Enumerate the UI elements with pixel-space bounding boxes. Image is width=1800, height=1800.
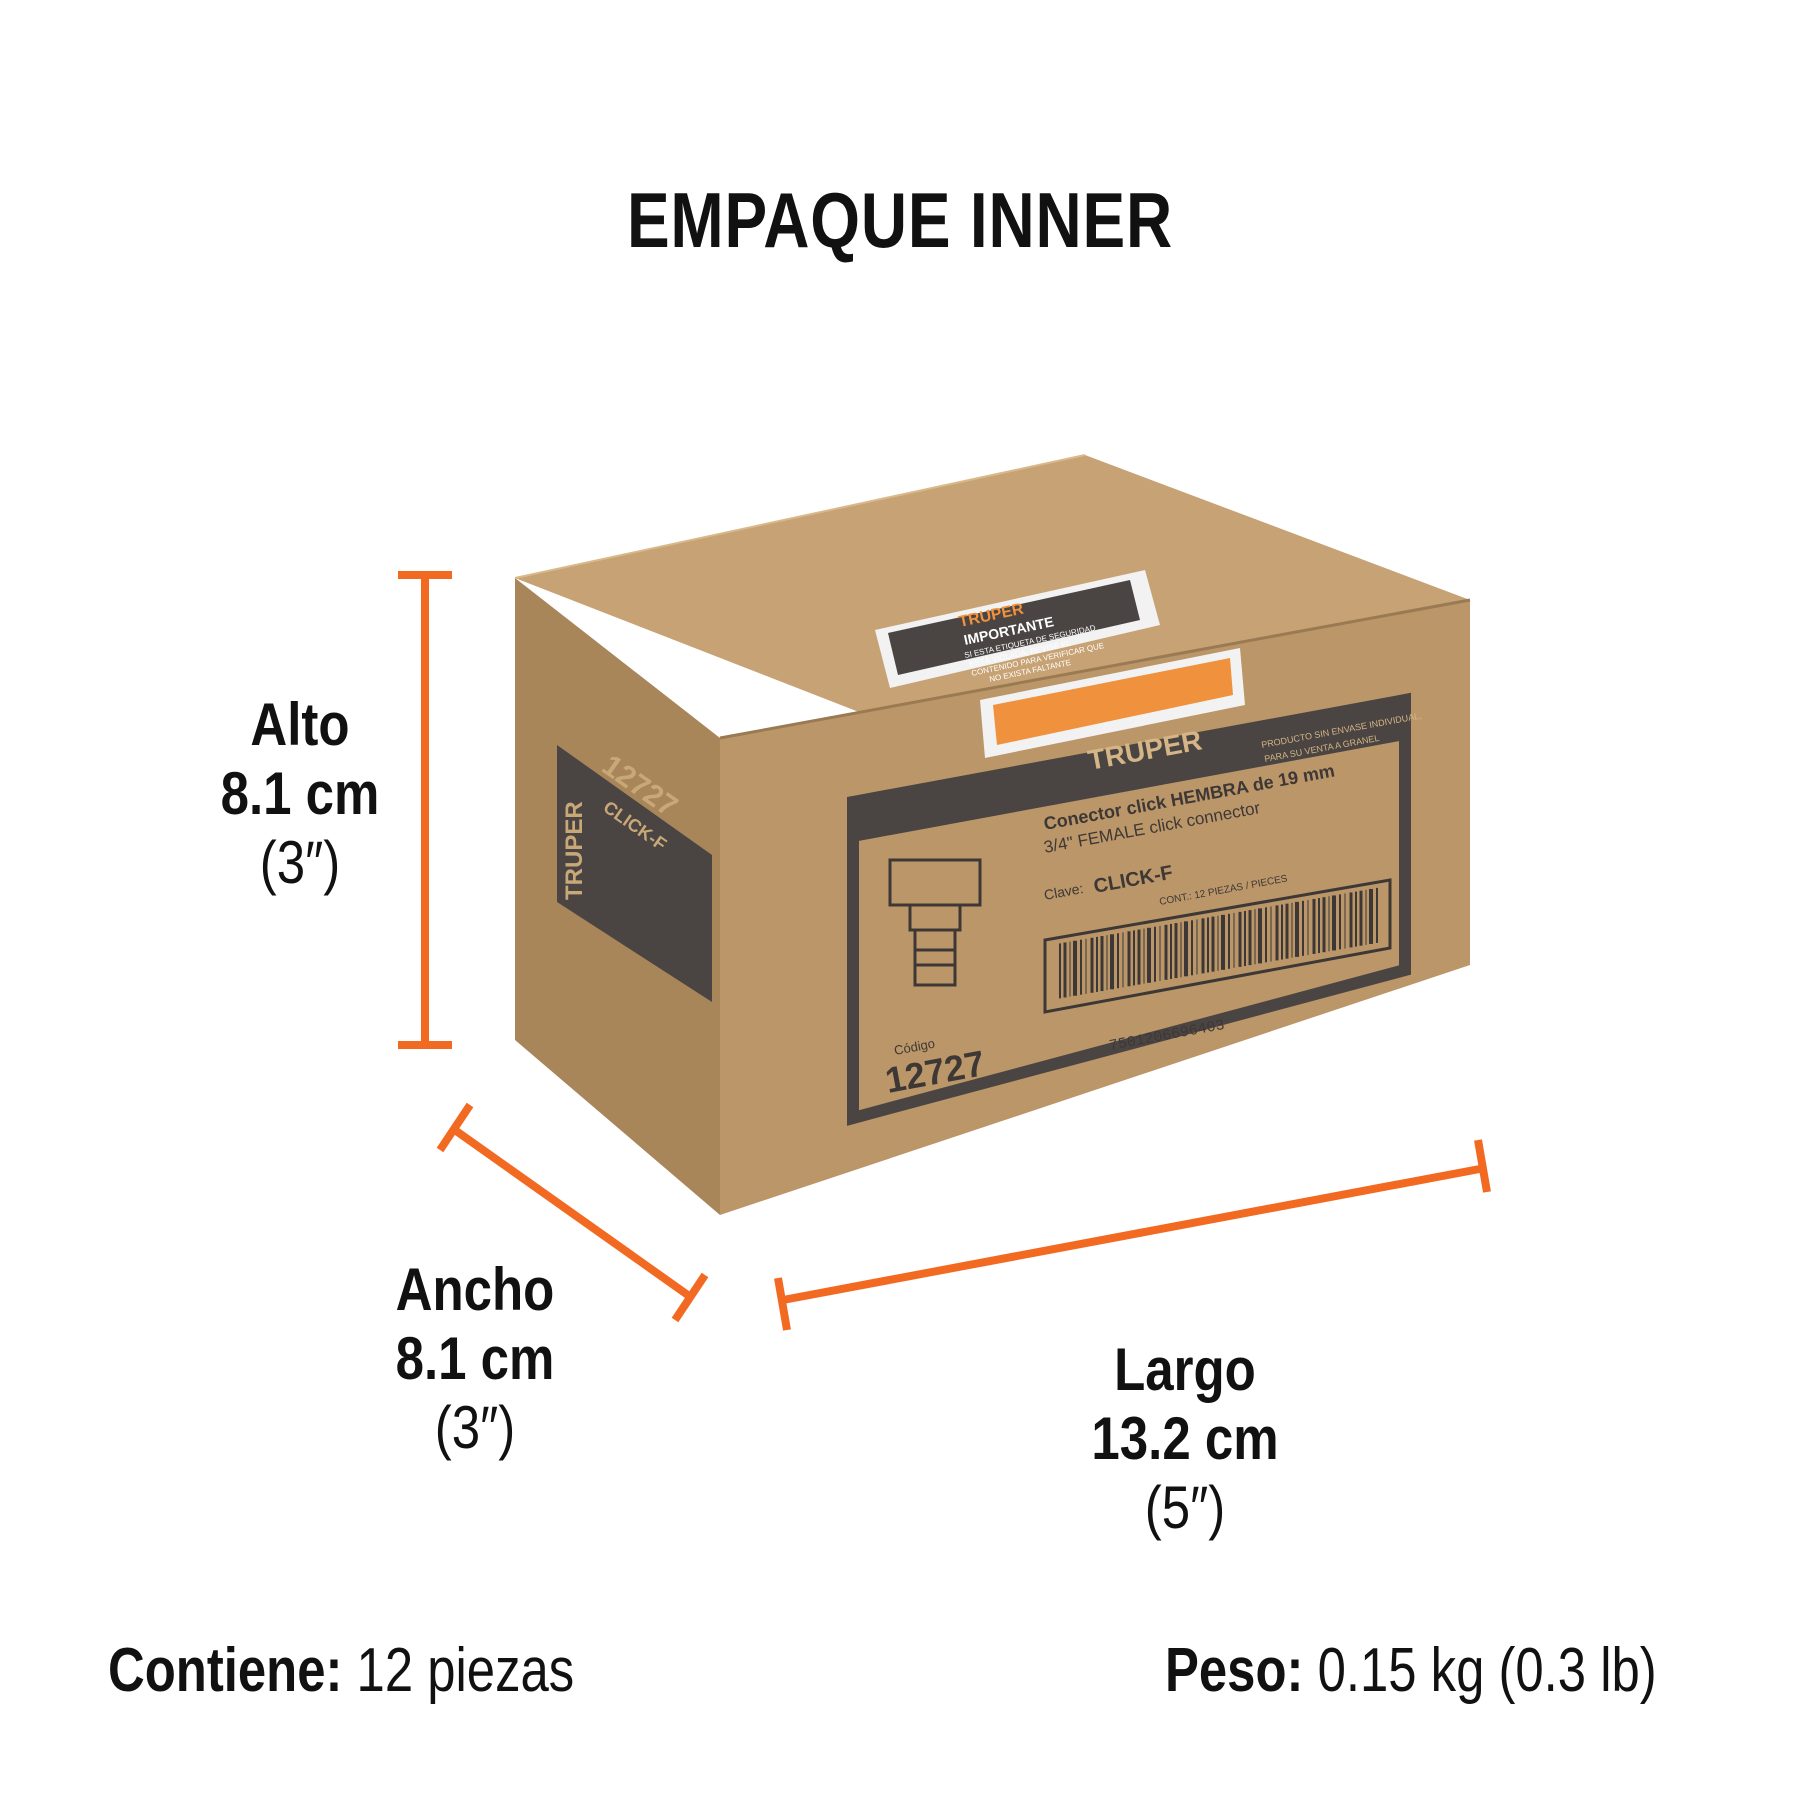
height-title: Alto (250, 691, 350, 758)
contents-info: Contiene: 12 piezas (108, 1635, 574, 1706)
length-indicator (774, 1139, 1491, 1331)
clave-label: Clave: (1043, 880, 1085, 903)
side-print: TRUPER 12727 CLICK-F (557, 745, 712, 1002)
height-indicator (398, 571, 452, 1049)
height-metric: 8.1 cm (220, 760, 380, 827)
width-label: Ancho 8.1 cm (3″) (348, 1255, 603, 1462)
width-title: Ancho (395, 1256, 555, 1323)
height-label: Alto 8.1 cm (3″) (173, 690, 428, 897)
length-title: Largo (1114, 1336, 1256, 1403)
length-label: Largo 13.2 cm (5″) (1058, 1335, 1313, 1542)
barcode-frame (1043, 878, 1392, 1014)
barcode (1059, 887, 1378, 999)
weight-value: 0.15 kg (0.3 lb) (1317, 1636, 1657, 1705)
side-brand: TRUPER (561, 801, 588, 900)
length-metric: 13.2 cm (1091, 1405, 1279, 1472)
security-seal: TRUPER IMPORTANTE SI ESTA ETIQUETA DE SE… (875, 570, 1245, 758)
weight-label: Peso: (1165, 1636, 1304, 1705)
width-indicator (436, 1102, 709, 1323)
contents-value: 12 piezas (356, 1636, 575, 1705)
flap-line (514, 454, 1086, 579)
weight-info: Peso: 0.15 kg (0.3 lb) (1165, 1635, 1657, 1706)
connector-drawing (888, 858, 982, 987)
width-metric: 8.1 cm (395, 1325, 555, 1392)
flap-seam (719, 598, 1471, 740)
box-top-face (515, 455, 1470, 728)
page-title: EMPAQUE INNER (626, 176, 1174, 264)
codigo-label: Código (893, 1036, 936, 1058)
width-imperial: (3″) (434, 1394, 516, 1461)
contents-label: Contiene: (108, 1636, 343, 1705)
height-imperial: (3″) (259, 829, 341, 896)
length-imperial: (5″) (1144, 1474, 1226, 1541)
